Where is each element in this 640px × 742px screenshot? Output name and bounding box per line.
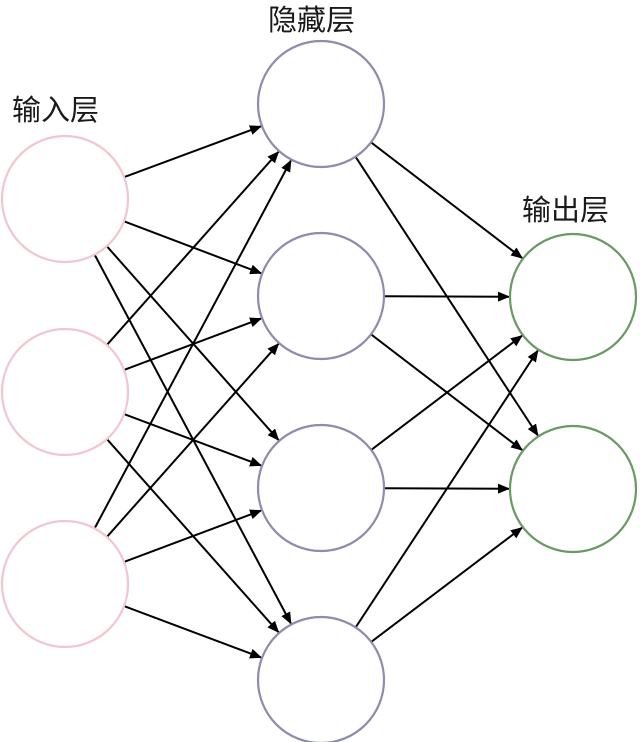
output-layer-label: 输出层 bbox=[522, 193, 609, 227]
edge-input-1-to-hidden-1 bbox=[123, 125, 262, 179]
edge-hidden-4-to-output-2 bbox=[370, 526, 523, 643]
hidden-layer-label: 隐藏层 bbox=[268, 3, 355, 37]
hidden-node-1 bbox=[256, 39, 386, 169]
input-node-2 bbox=[0, 327, 130, 457]
edge-hidden-2-to-output-1 bbox=[383, 291, 510, 302]
input-node-3 bbox=[0, 519, 130, 649]
edge-input-3-to-hidden-1 bbox=[93, 159, 292, 529]
output-node-1 bbox=[508, 232, 638, 362]
hidden-node-4 bbox=[256, 615, 386, 742]
connections bbox=[93, 125, 539, 659]
output-node-2 bbox=[508, 424, 638, 554]
edge-input-3-to-hidden-2 bbox=[106, 343, 280, 538]
edge-input-3-to-hidden-4 bbox=[123, 605, 263, 659]
neurons bbox=[0, 39, 638, 742]
hidden-node-2 bbox=[256, 231, 386, 361]
edge-hidden-3-to-output-1 bbox=[370, 334, 523, 451]
input-node-1 bbox=[0, 134, 130, 264]
edge-input-2-to-hidden-1 bbox=[106, 151, 280, 346]
input-layer-label: 输入层 bbox=[12, 93, 99, 127]
edge-input-3-to-hidden-3 bbox=[123, 509, 263, 563]
edge-hidden-1-to-output-1 bbox=[370, 141, 523, 259]
edge-hidden-4-to-output-1 bbox=[354, 349, 539, 628]
hidden-node-3 bbox=[256, 423, 386, 553]
